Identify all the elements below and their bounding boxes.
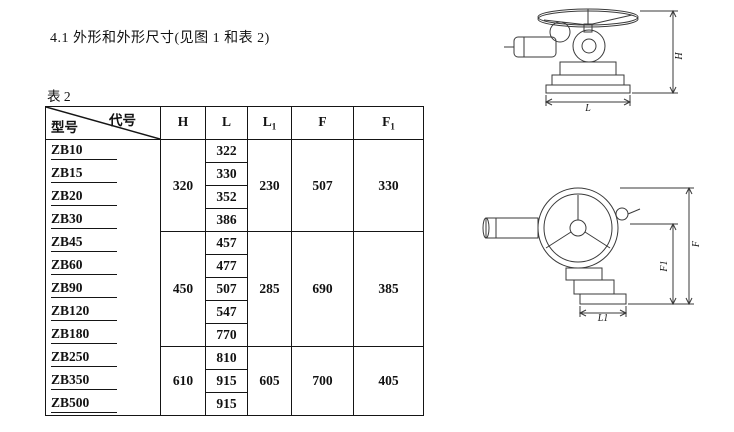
model-cell: ZB45 (45, 231, 161, 255)
model-cell: ZB120 (45, 300, 161, 324)
col-header-f1: F1 (353, 106, 424, 140)
value-cell-l1: 230 (247, 139, 292, 232)
value-cell-l: 915 (205, 369, 248, 393)
diagonal-divider (46, 107, 160, 139)
figure-actuator-side-view: F F1 L1 (480, 178, 712, 322)
dim-label-f1: F1 (659, 260, 670, 272)
value-cell-l: 330 (205, 162, 248, 186)
table-row: ZB20 352 (45, 185, 424, 209)
value-cell-h: 320 (160, 139, 206, 232)
value-cell-l: 507 (205, 277, 248, 301)
model-cell: ZB250 (45, 346, 161, 370)
value-cell-f: 700 (291, 346, 354, 416)
value-cell-h: 450 (160, 231, 206, 347)
table-row: ZB120 547 (45, 300, 424, 324)
figure-actuator-front-view: H L (488, 2, 706, 112)
dim-label-l1: L1 (597, 313, 609, 322)
corner-header-cell: 代号 型号 (45, 106, 161, 140)
model-cell: ZB60 (45, 254, 161, 278)
dim-label-h: H (674, 52, 685, 61)
model-cell: ZB90 (45, 277, 161, 301)
section-heading: 4.1 外形和外形尺寸(见图 1 和表 2) (50, 31, 270, 46)
table-row: ZB30 386 (45, 208, 424, 232)
value-cell-l1: 605 (247, 346, 292, 416)
value-cell-l: 770 (205, 323, 248, 347)
dimensions-table: 代号 型号 H L L1 F F1 ZB10 320 322 230 507 3… (45, 106, 424, 416)
corner-label-model: 型号 (51, 120, 78, 135)
value-cell-l: 457 (205, 231, 248, 255)
model-cell: ZB180 (45, 323, 161, 347)
col-header-f: F (291, 106, 354, 140)
corner-label-code: 代号 (109, 113, 136, 128)
dim-label-f: F (691, 240, 702, 248)
col-header-l: L (205, 106, 248, 140)
table-row: ZB500 915 (45, 392, 424, 416)
table-row: ZB60 477 (45, 254, 424, 278)
value-cell-l: 915 (205, 392, 248, 416)
value-cell-f1: 385 (353, 231, 424, 347)
model-cell: ZB15 (45, 162, 161, 186)
model-cell: ZB350 (45, 369, 161, 393)
model-cell: ZB10 (45, 139, 161, 163)
table-row: ZB15 330 (45, 162, 424, 186)
value-cell-f1: 330 (353, 139, 424, 232)
value-cell-l: 810 (205, 346, 248, 370)
model-cell: ZB30 (45, 208, 161, 232)
value-cell-f: 507 (291, 139, 354, 232)
value-cell-l1: 285 (247, 231, 292, 347)
value-cell-h: 610 (160, 346, 206, 416)
value-cell-l: 547 (205, 300, 248, 324)
table-row: ZB180 770 (45, 323, 424, 347)
table-caption: 表 2 (47, 89, 71, 104)
col-header-l1: L1 (247, 106, 292, 140)
table-row: ZB45 450 457 285 690 385 (45, 231, 424, 347)
table-row: ZB10 320 322 230 507 330 (45, 139, 424, 232)
table-row: ZB90 507 (45, 277, 424, 301)
value-cell-l: 386 (205, 208, 248, 232)
value-cell-l: 477 (205, 254, 248, 278)
table-row: ZB250 610 810 605 700 405 (45, 346, 424, 416)
value-cell-f: 690 (291, 231, 354, 347)
value-cell-l: 352 (205, 185, 248, 209)
dim-label-l: L (584, 103, 591, 112)
header-row: 代号 型号 H L L1 F F1 (45, 106, 424, 140)
model-cell: ZB500 (45, 392, 161, 416)
model-cell: ZB20 (45, 185, 161, 209)
value-cell-l: 322 (205, 139, 248, 163)
value-cell-f1: 405 (353, 346, 424, 416)
col-header-h: H (160, 106, 206, 140)
table-row: ZB350 915 (45, 369, 424, 393)
